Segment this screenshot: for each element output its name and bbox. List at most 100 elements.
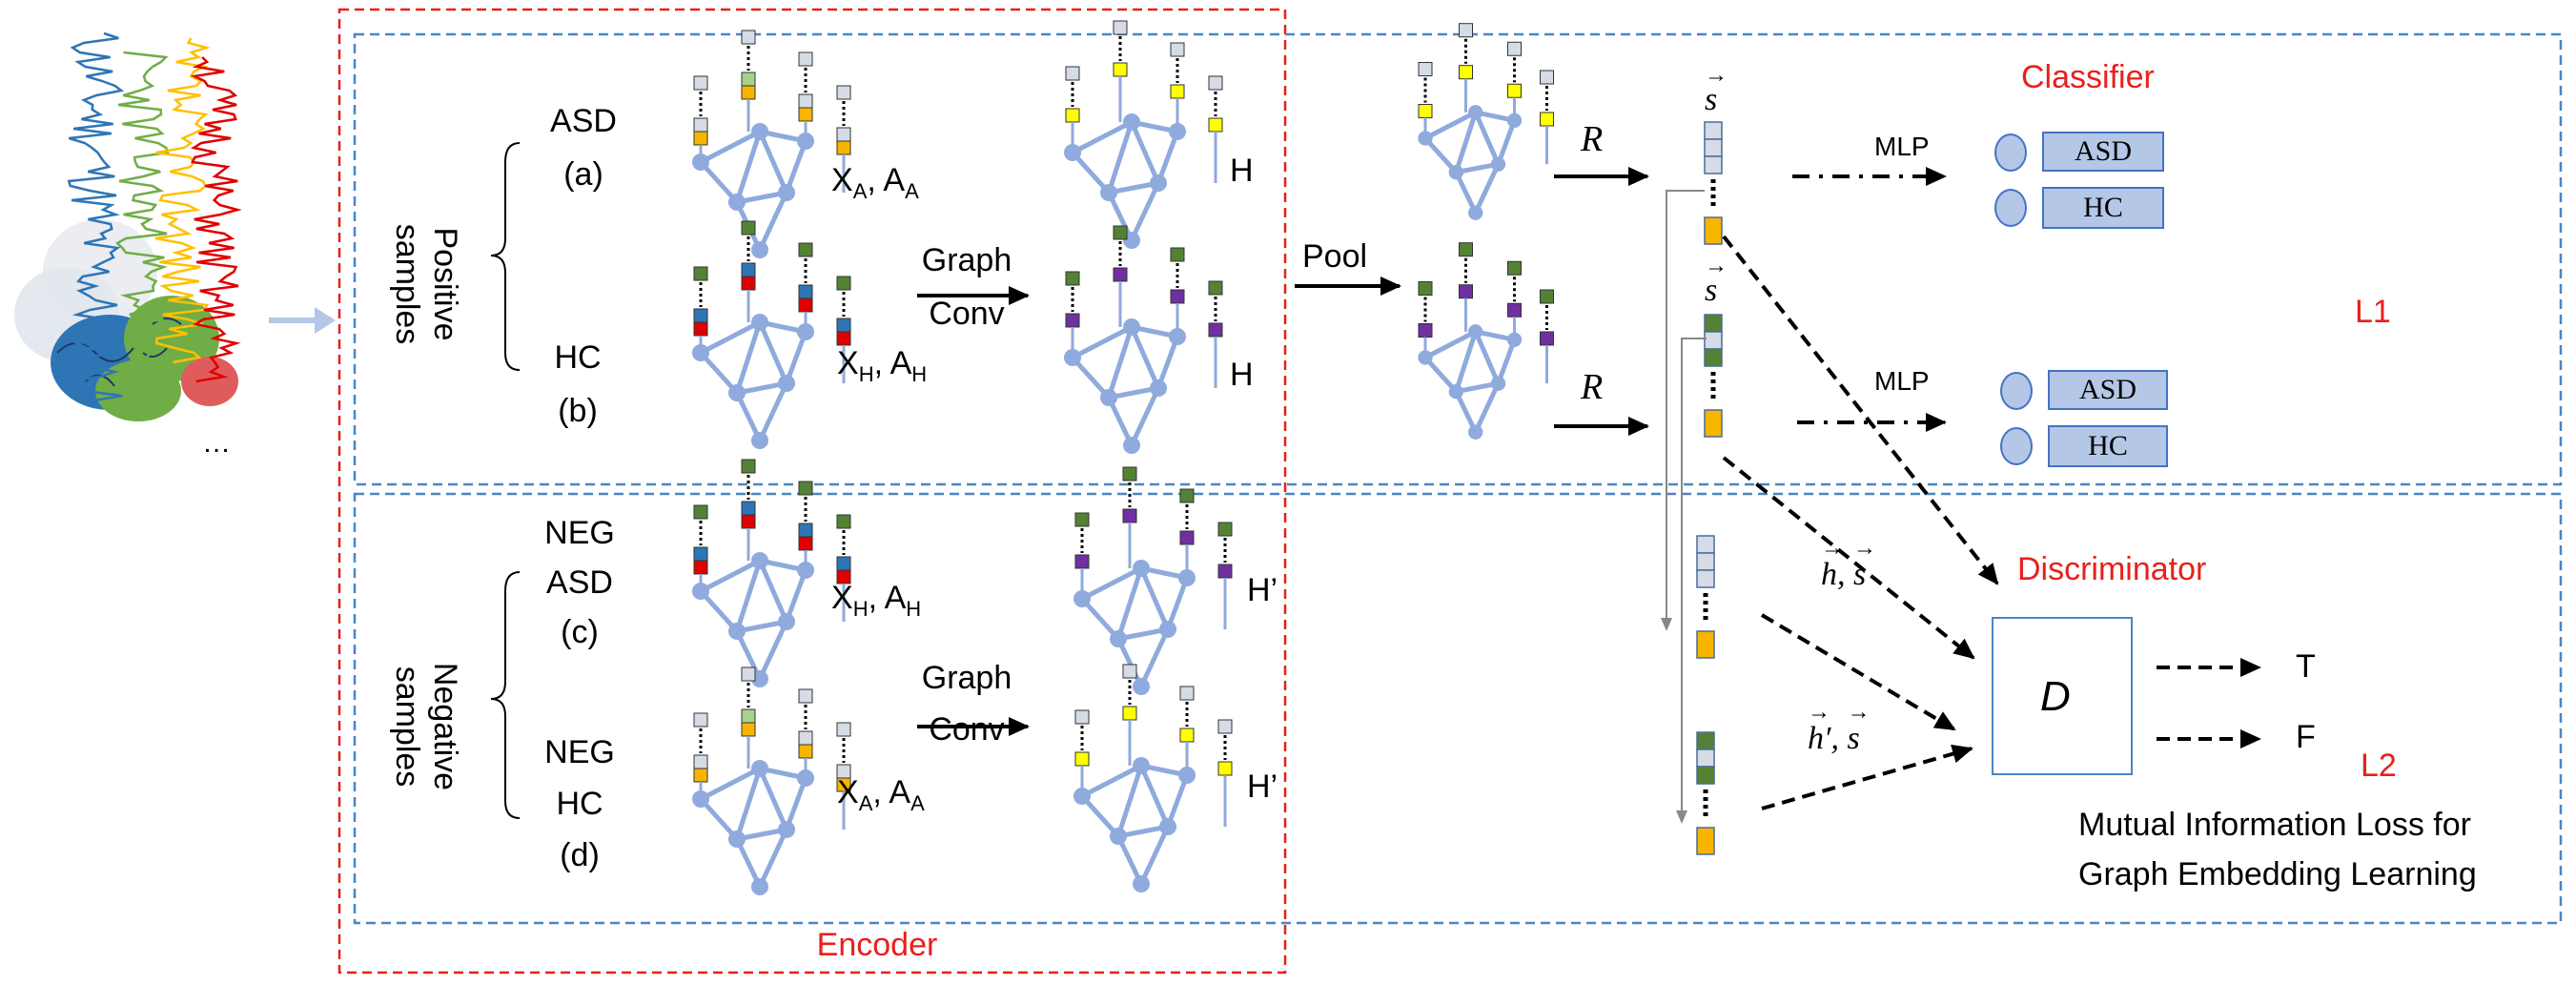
- graph-asd-feature-cell: [741, 85, 756, 100]
- negative-bracket: [490, 571, 521, 819]
- graph-h-d-feature-top: [1074, 709, 1090, 725]
- class-box-asd-2: ASD: [2048, 370, 2168, 410]
- graph-h-a-feature-cell: [1208, 117, 1223, 133]
- graph-h-d-edge: [1138, 825, 1171, 886]
- graph-pool-b-edge: [1453, 331, 1479, 393]
- graph-conv-pos-1: Graph: [921, 242, 1012, 278]
- graph-neg-hc-node: [728, 830, 746, 848]
- graph-h-d-feature-top: [1217, 719, 1233, 734]
- graph-h-c-edge: [1115, 567, 1144, 640]
- graph-h-c-edge: [1138, 627, 1171, 688]
- vector-neg1-cell: [1696, 569, 1715, 588]
- graph-h-a-feature-cell: [1113, 62, 1128, 77]
- graph-neg-hc-node: [751, 878, 768, 895]
- graph-pool-b-feature-top: [1540, 289, 1554, 304]
- graph-h-a-feature-top: [1113, 20, 1128, 35]
- graph-h-b-feature-top: [1208, 280, 1223, 296]
- graph-pool-b-node: [1468, 324, 1483, 339]
- pool-label: Pool: [1302, 238, 1368, 275]
- vector-s1-bottom: [1704, 216, 1723, 245]
- graph-h-b-edge: [1129, 325, 1161, 390]
- graph-h-d-feature-cell: [1217, 761, 1233, 776]
- graph-h-a-edge: [1129, 181, 1161, 242]
- graph-asd-feature-top: [836, 85, 851, 100]
- graph-h-c-node: [1133, 678, 1150, 695]
- graph-hc-feature-top: [836, 276, 851, 291]
- neg-hc-t2: HC: [556, 786, 603, 822]
- mi-caption-1: Mutual Information Loss for: [2078, 807, 2471, 843]
- graph-hc-edge: [784, 331, 808, 384]
- graph-asd-feature-top: [798, 51, 813, 67]
- hc-sub: (b): [558, 393, 598, 429]
- graph-neg-asd-feature-cell: [836, 556, 851, 571]
- graph-neg-asd-feature-cell: [798, 523, 813, 538]
- graph-pool-b-edge: [1423, 356, 1459, 394]
- graph-h-c-feature-top: [1074, 512, 1090, 527]
- brain-illustration: [14, 219, 238, 421]
- graph-hc-node: [778, 375, 795, 392]
- positive-panel: [353, 32, 2563, 486]
- graph-neg-asd-feature-top: [798, 481, 813, 496]
- graph-h-c-feature-cell: [1122, 508, 1137, 523]
- eeg-signal-red: [190, 56, 242, 383]
- graph-asd-feature-cell: [798, 93, 813, 109]
- mi-caption-2: Graph Embedding Learning: [2078, 856, 2477, 892]
- graph-asd-edge: [699, 160, 739, 204]
- class-box-hc-1: HC: [2042, 187, 2164, 229]
- graph-pool-a-feature-top: [1459, 23, 1473, 38]
- graph-neg-asd-edge: [784, 569, 808, 623]
- disc-arrow-4: [1761, 744, 1973, 810]
- graph-asd-feature-cell: [693, 131, 708, 146]
- graph-pool-a-node: [1490, 156, 1506, 172]
- graph-pool-a-node: [1468, 205, 1483, 220]
- graph-h-d-edge: [1115, 765, 1144, 837]
- graph-neg-hc-edge: [699, 766, 762, 802]
- disc-arrow-3: [1760, 613, 1956, 731]
- discriminator-d: D: [2040, 673, 2071, 720]
- graph-h-b-feature-cell: [1208, 322, 1223, 338]
- graph-conv-neg-1: Graph: [921, 660, 1012, 696]
- graph-hc-edge: [699, 351, 739, 395]
- graph-asd-edge: [784, 140, 808, 194]
- discriminator-box: [1992, 617, 2133, 775]
- graph-h-a-feature-top: [1065, 66, 1080, 81]
- graph-asd-feature-cell: [836, 127, 851, 142]
- graph-hc-feature-cell: [798, 284, 813, 299]
- class-node-asd-1: [1994, 133, 2027, 172]
- graph-neg-asd-feature-top: [836, 514, 851, 529]
- disc-arrow-1: [1722, 235, 1999, 585]
- summary-s1: →s: [1705, 63, 1728, 117]
- graph-pool-a-feature-cell: [1418, 104, 1433, 118]
- positive-samples-label: Positive samples: [389, 223, 463, 345]
- graph-neg-hc-feature-top: [693, 712, 708, 728]
- graph-neg-hc-feature-cell: [741, 722, 756, 737]
- vector-s2-bottom: [1704, 409, 1723, 438]
- graph-h-b-edge: [1071, 356, 1111, 400]
- graph-h-a-feature-cell: [1065, 108, 1080, 123]
- graph-pool-a-feature-cell: [1507, 83, 1522, 98]
- graph-h-d-node: [1133, 757, 1150, 774]
- graph-h-b-edge: [1106, 326, 1135, 399]
- graph-h-d-feature-top: [1179, 686, 1195, 701]
- brain-ellipsis: …: [202, 427, 231, 459]
- graph-pool-a-edge: [1473, 163, 1501, 215]
- graph-h-b-node: [1100, 389, 1117, 406]
- graph-h-c-feature-top: [1122, 466, 1137, 482]
- hc-title: HC: [554, 339, 602, 376]
- graph-h-c-feature-top: [1179, 488, 1195, 503]
- graph-h-c-feature-cell: [1179, 530, 1195, 545]
- graph-hc-feature-cell: [836, 318, 851, 333]
- graph-h-b-edge: [1071, 324, 1134, 360]
- graph-asd-edge: [757, 191, 789, 252]
- graph-neg-asd-feature-cell: [693, 546, 708, 562]
- neg-asd-matrices: XH, AH: [831, 580, 922, 621]
- graph-pool-a-feature-top: [1540, 70, 1554, 85]
- graph-h-a-edge: [1155, 131, 1180, 184]
- classifier-title: Classifier: [2021, 59, 2155, 95]
- graph-pool-a-node: [1468, 105, 1483, 120]
- vector-s2-cell: [1704, 314, 1723, 333]
- graph-neg-asd-feature-top: [741, 459, 756, 474]
- graph-neg-asd-edge: [734, 629, 763, 681]
- class-box-asd-1: ASD: [2042, 132, 2164, 172]
